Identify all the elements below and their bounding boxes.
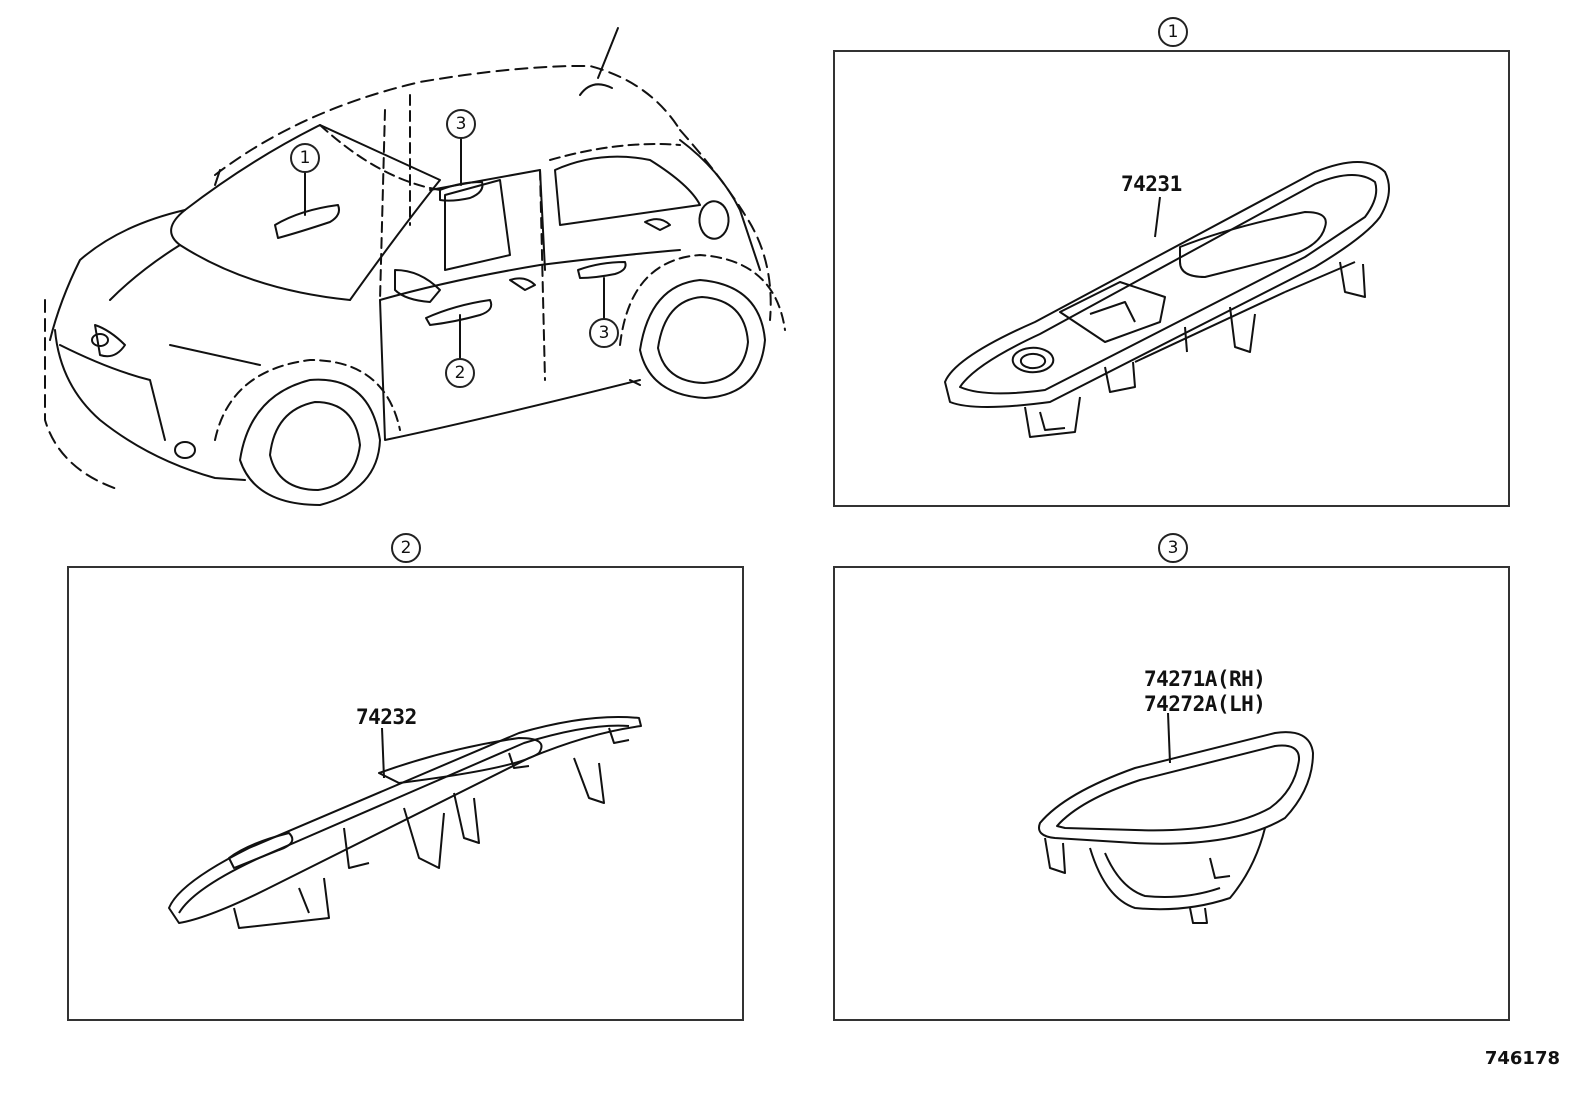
vehicle-overview-drawing (44, 27, 786, 506)
rear-switch-base-drawing (1038, 712, 1314, 924)
passenger-switch-panel-drawing (168, 716, 642, 929)
panel-2-callout: 2 (391, 533, 421, 563)
panel-3-frame: 74271A(RH) 74272A(LH) (833, 566, 1510, 1021)
callout-3-vehicle-window: 3 (446, 109, 476, 139)
panel-1-callout: 1 (1158, 17, 1188, 47)
panel-3-callout: 3 (1158, 533, 1188, 563)
part-number-74232: 74232 (356, 705, 417, 729)
callout-2-vehicle: 2 (445, 358, 475, 388)
part-number-74231: 74231 (1121, 172, 1182, 196)
master-switch-panel-drawing (944, 161, 1390, 438)
callout-3-vehicle-rear-door: 3 (589, 318, 619, 348)
document-id: 746178 (1484, 1048, 1560, 1069)
callout-1-vehicle: 1 (290, 143, 320, 173)
part-number-74272a-lh: 74272A(LH) (1144, 692, 1266, 716)
panel-1-frame: 74231 (833, 50, 1510, 507)
panel-2-frame: 74232 (67, 566, 744, 1021)
part-number-74271a-rh: 74271A(RH) (1144, 667, 1266, 691)
